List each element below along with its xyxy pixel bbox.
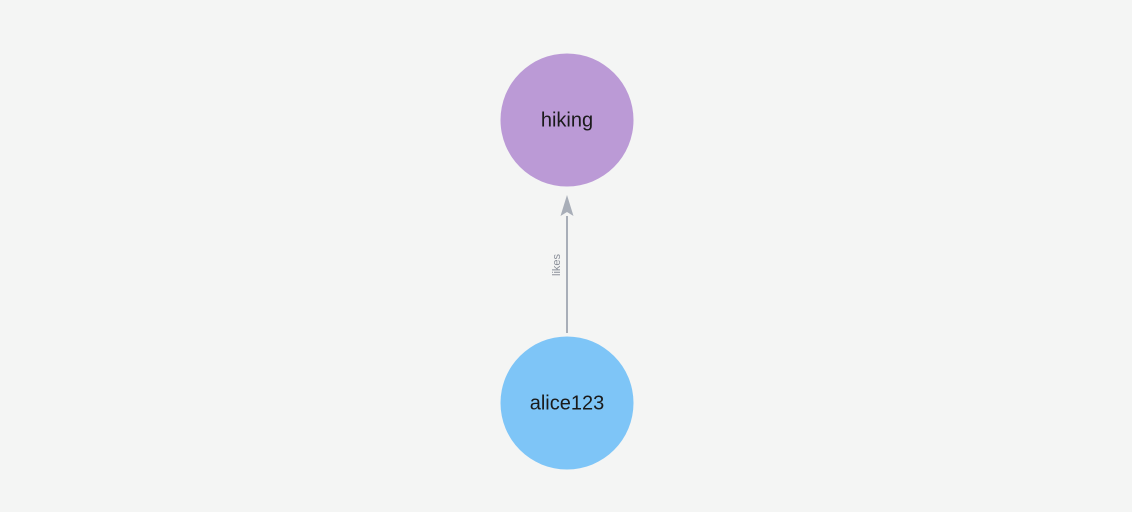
- node-circle[interactable]: [500, 53, 634, 187]
- graph-node-hiking[interactable]: hiking: [500, 53, 634, 187]
- arrow-head-icon: [560, 195, 574, 216]
- node-circle[interactable]: [500, 336, 634, 470]
- graph-edge[interactable]: likes: [551, 195, 574, 333]
- graph-node-alice123[interactable]: alice123: [500, 336, 634, 470]
- edge-label: likes: [551, 254, 563, 277]
